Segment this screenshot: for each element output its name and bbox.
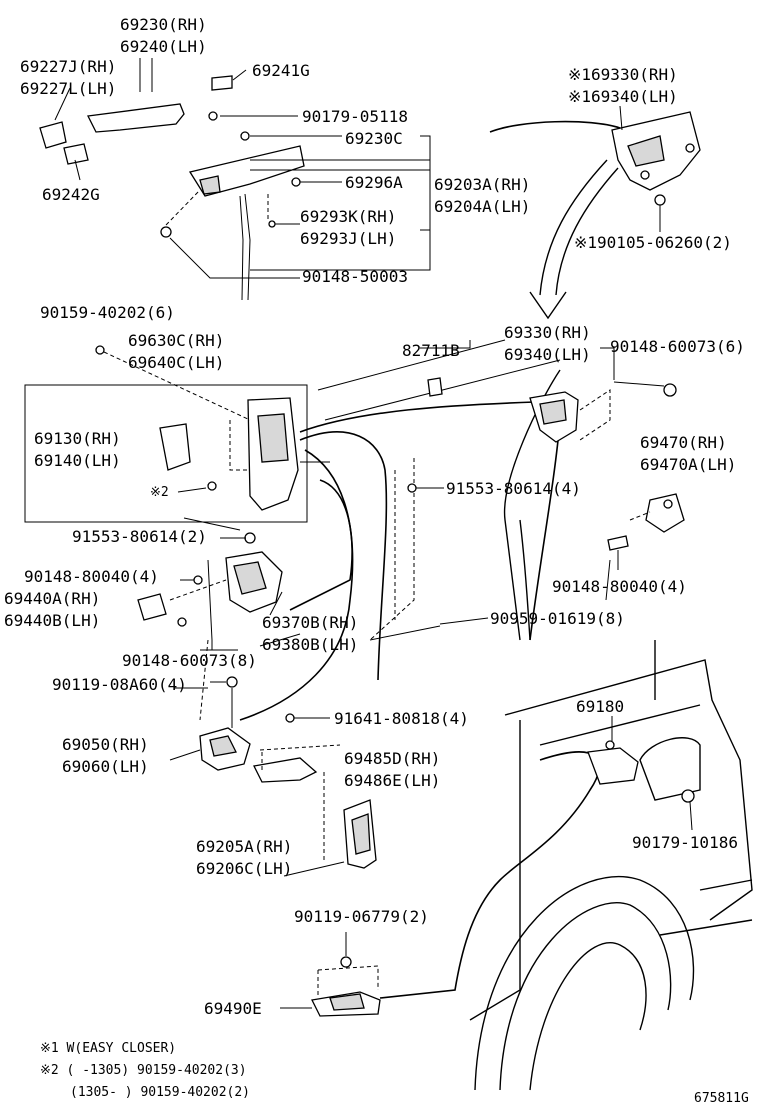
label-69293k: 69293K(RH) (300, 207, 396, 226)
label-69241g: 69241G (252, 61, 310, 80)
label-90959-01619: 90959-01619(8) (490, 609, 625, 628)
label-69050: 69050(RH) (62, 735, 149, 754)
label-69140: 69140(LH) (34, 451, 121, 470)
label-69370b: 69370B(RH) (262, 613, 358, 632)
lower-lock-group (169, 676, 341, 783)
note-easy-closer: ※1 W(EASY CLOSER) (40, 1041, 176, 1056)
label-69060: 69060(LH) (62, 757, 149, 776)
label-91553-80614-4: 91553-80614(4) (446, 479, 581, 498)
label-69227l: 69227L(LH) (20, 79, 116, 98)
label-69204a: 69204A(LH) (434, 197, 530, 216)
label-90148-60073-6: 90148-60073(6) (610, 337, 745, 356)
label-90179-05118: 90179-05118 (302, 107, 408, 126)
label-69470: 69470(RH) (640, 433, 727, 452)
leader-lines-top (54, 58, 431, 279)
label-69205a: 69205A(RH) (196, 837, 292, 856)
label-69490e: 69490E (204, 999, 262, 1018)
label-69486e: 69486E(LH) (344, 771, 440, 790)
note-bolt-late: (1305- ) 90159-40202(2) (70, 1085, 250, 1100)
label-69242g: 69242G (42, 185, 100, 204)
label-69230c: 69230C (345, 129, 403, 148)
outer-handle-group (39, 75, 305, 301)
lock-assembly-box (24, 345, 308, 523)
door-lock-assembly (407, 340, 677, 493)
label-69380b: 69380B(LH) (262, 635, 358, 654)
label-69630c: 69630C(RH) (128, 331, 224, 350)
label-note2-marker: ※2 (150, 485, 169, 500)
label-91641-80818: 91641-80818(4) (334, 709, 469, 728)
diagram-code: 675811G (694, 1091, 749, 1106)
inside-handle (323, 772, 377, 869)
label-69293j: 69293J(LH) (300, 229, 396, 248)
label-90105-06260: ※190105-06260(2) (574, 233, 732, 252)
vehicle-body-outline (469, 369, 753, 1091)
striker-group (607, 493, 685, 570)
label-69296a: 69296A (345, 173, 403, 192)
label-69230: 69230(RH) (120, 15, 207, 34)
label-69440b: 69440B(LH) (4, 611, 100, 630)
label-69470a: 69470A(LH) (640, 455, 736, 474)
label-69130: 69130(RH) (34, 429, 121, 448)
label-90179-10186: 90179-10186 (632, 833, 738, 852)
easy-closer-group (489, 105, 701, 232)
label-90148-50003: 90148-50003 (302, 267, 408, 286)
label-69227j: 69227J(RH) (20, 57, 116, 76)
label-90119-08a60: 90119-08A60(4) (52, 675, 187, 694)
cable-runs (239, 339, 601, 999)
label-90119-06779: 90119-06779(2) (294, 907, 429, 926)
footnotes: ※1 W(EASY CLOSER) ※2 ( -1305) 90159-4020… (40, 1041, 749, 1106)
label-69180: 69180 (576, 697, 624, 716)
label-90159-40202-6: 90159-40202(6) (40, 303, 175, 322)
center-lock-group (137, 532, 283, 721)
label-82711b: 82711B (402, 341, 460, 360)
label-90148-60073-8: 90148-60073(8) (122, 651, 257, 670)
label-69640c: 69640C(LH) (128, 353, 224, 372)
label-69330: 69330(RH) (504, 323, 591, 342)
release-lever-group (280, 932, 381, 1017)
callout-labels: 69230(RH) 69240(LH) 69227J(RH) 69227L(LH… (4, 15, 745, 1018)
leader-lines-misc (174, 347, 665, 877)
label-69340-closer: ※169340(LH) (568, 87, 678, 106)
label-91553-80614-2: 91553-80614(2) (72, 527, 207, 546)
label-69206c: 69206C(LH) (196, 859, 292, 878)
label-69330-closer: ※169330(RH) (568, 65, 678, 84)
label-69485d: 69485D(RH) (344, 749, 440, 768)
label-90148-80040-right: 90148-80040(4) (552, 577, 687, 596)
fuel-lid-opener (587, 716, 695, 831)
label-69240: 69240(LH) (120, 37, 207, 56)
label-90148-80040-left: 90148-80040(4) (24, 567, 159, 586)
label-69440a: 69440A(RH) (4, 589, 100, 608)
note-bolt-early: ※2 ( -1305) 90159-40202(3) (40, 1063, 247, 1078)
direction-arrow (529, 159, 619, 320)
label-69203a: 69203A(RH) (434, 175, 530, 194)
label-69340: 69340(LH) (504, 345, 591, 364)
